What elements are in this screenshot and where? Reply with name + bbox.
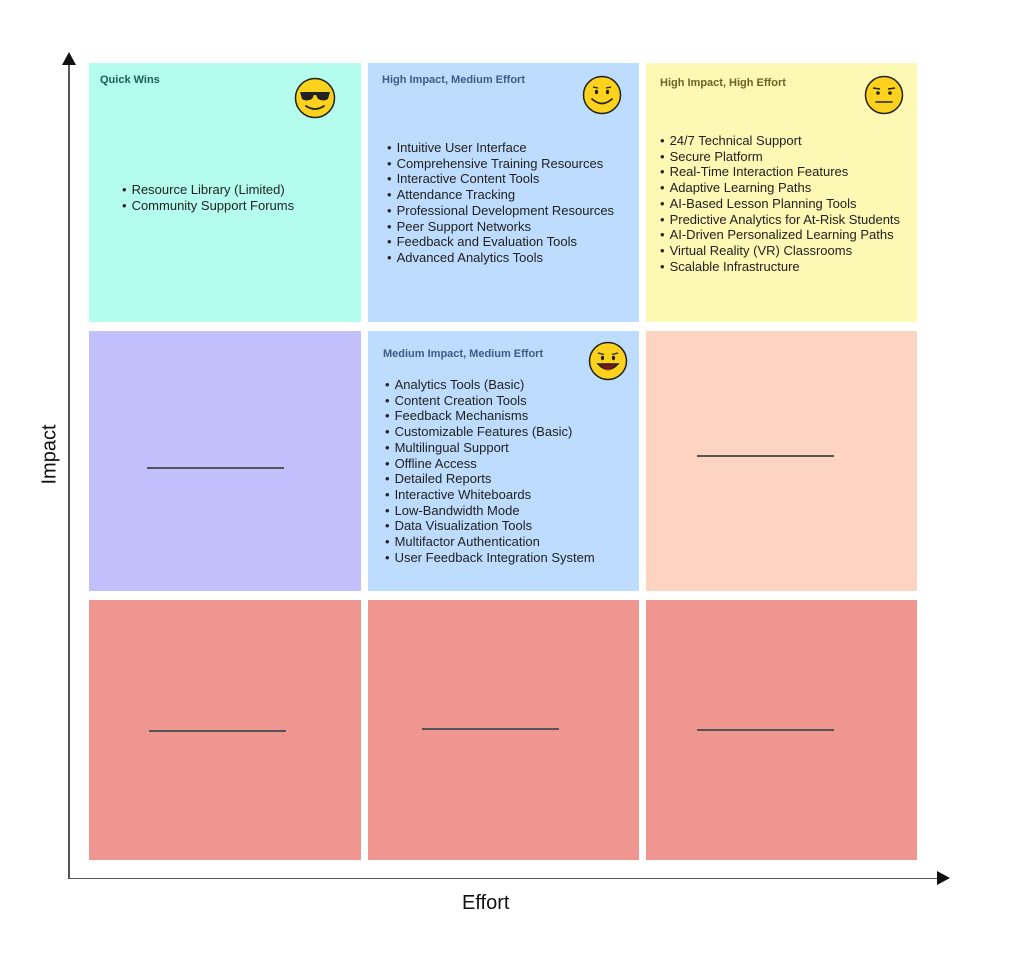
smiling-face-icon (582, 75, 622, 115)
cell-title: Quick Wins (100, 74, 160, 86)
low-impact-low-effort-bottom-cell (89, 600, 361, 860)
list-item: 24/7 Technical Support (660, 133, 900, 149)
list-item: Advanced Analytics Tools (387, 250, 614, 266)
low-impact-medium-effort-cell (368, 600, 639, 860)
list-item: Data Visualization Tools (385, 518, 595, 534)
list-item: Attendance Tracking (387, 187, 614, 203)
list-item: Low-Bandwidth Mode (385, 503, 595, 519)
cool-sunglasses-face-icon (294, 77, 336, 119)
low-impact-high-effort-cell (646, 600, 917, 860)
list-item: Detailed Reports (385, 471, 595, 487)
list-item: Intuitive User Interface (387, 140, 614, 156)
list-item: Offline Access (385, 456, 595, 472)
list-item: Content Creation Tools (385, 393, 595, 409)
list-item: Feedback and Evaluation Tools (387, 234, 614, 250)
feature-list: Analytics Tools (Basic) Content Creation… (385, 377, 595, 565)
list-item: AI-Driven Personalized Learning Paths (660, 227, 900, 243)
winking-tongue-face-icon (588, 341, 628, 381)
empty-placeholder-line (149, 730, 286, 732)
list-item: Real-Time Interaction Features (660, 164, 900, 180)
list-item: AI-Based Lesson Planning Tools (660, 196, 900, 212)
list-item: Virtual Reality (VR) Classrooms (660, 243, 900, 259)
medium-impact-high-effort-cell (646, 331, 917, 591)
list-item: Interactive Content Tools (387, 171, 614, 187)
list-item: Professional Development Resources (387, 203, 615, 219)
empty-placeholder-line (697, 455, 834, 457)
high-impact-high-effort-cell: High Impact, High Effort 24/7 Technical … (646, 63, 917, 322)
list-item: Secure Platform (660, 149, 900, 165)
low-impact-low-effort-cell (89, 331, 361, 591)
cell-title: Medium Impact, Medium Effort (383, 348, 544, 360)
list-item: Scalable Infrastructure (660, 259, 900, 275)
feature-list: Intuitive User Interface Comprehensive T… (387, 140, 615, 266)
y-axis-arrow-icon (62, 52, 76, 65)
empty-placeholder-line (697, 729, 834, 731)
cell-title: High Impact, Medium Effort (382, 74, 525, 86)
y-axis-label: Impact (38, 424, 61, 485)
y-axis-line (68, 62, 70, 879)
list-item: User Feedback Integration System (385, 550, 595, 566)
cell-title: High Impact, High Effort (660, 77, 786, 89)
list-item: Multifactor Authentication (385, 534, 595, 550)
x-axis-arrow-icon (937, 871, 950, 885)
feature-list: Resource Library (Limited) Community Sup… (122, 182, 295, 214)
list-item: Interactive Whiteboards (385, 487, 595, 503)
neutral-face-icon (864, 75, 904, 115)
empty-placeholder-line (422, 728, 559, 730)
list-item: Peer Support Networks (387, 219, 614, 235)
list-item: Comprehensive Training Resources (387, 156, 614, 172)
medium-impact-medium-effort-cell: Medium Impact, Medium Effort Analytics T… (368, 331, 639, 591)
x-axis-line (68, 877, 939, 879)
list-item: Adaptive Learning Paths (660, 180, 900, 196)
list-item: Resource Library (Limited) (122, 182, 294, 198)
list-item: Analytics Tools (Basic) (385, 377, 595, 393)
feature-list: 24/7 Technical Support Secure Platform R… (660, 133, 900, 274)
list-item: Multilingual Support (385, 440, 595, 456)
quick-wins-cell: Quick Wins Resource Library (Limited) Co… (89, 63, 361, 322)
list-item: Predictive Analytics for At-Risk Student… (660, 212, 900, 228)
list-item: Customizable Features (Basic) (385, 424, 595, 440)
list-item: Feedback Mechanisms (385, 408, 595, 424)
list-item: Community Support Forums (122, 198, 295, 214)
x-axis-label: Effort (462, 892, 510, 914)
high-impact-medium-effort-cell: High Impact, Medium Effort Intuitive Use… (368, 63, 639, 322)
empty-placeholder-line (147, 467, 284, 469)
